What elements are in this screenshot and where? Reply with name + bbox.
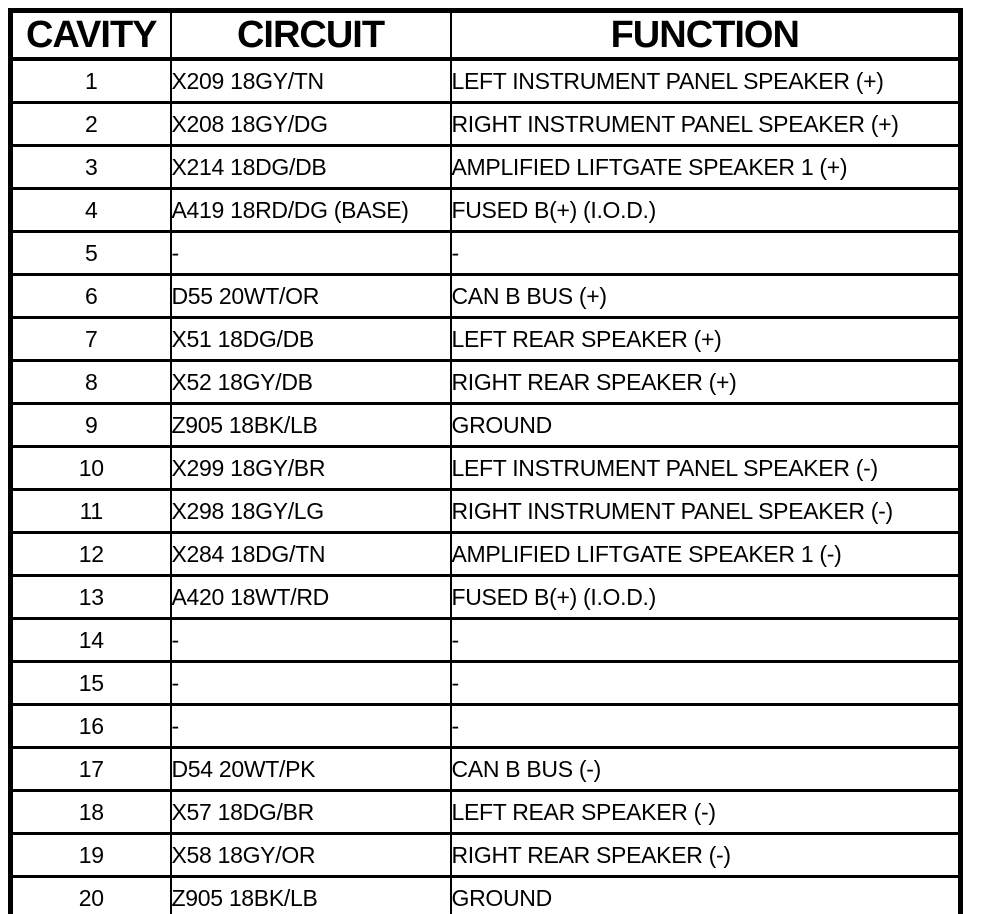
table-row: 15 - -: [9, 660, 962, 706]
cavity-cell: 16: [9, 703, 172, 749]
function-cell: LEFT REAR SPEAKER (-): [449, 789, 962, 835]
function-cell: FUSED B(+) (I.O.D.): [449, 574, 962, 620]
table-row: 14 - -: [9, 617, 962, 663]
function-cell: -: [449, 617, 962, 663]
circuit-cell: X299 18GY/BR: [169, 445, 452, 491]
table-row: 9 Z905 18BK/LB GROUND: [9, 402, 962, 448]
cavity-cell: 17: [9, 746, 172, 792]
table-row: 3 X214 18DG/DB AMPLIFIED LIFTGATE SPEAKE…: [9, 144, 962, 190]
function-cell: RIGHT INSTRUMENT PANEL SPEAKER (+): [449, 101, 962, 147]
circuit-cell: A419 18RD/DG (BASE): [169, 187, 452, 233]
cavity-cell: 12: [9, 531, 172, 577]
cavity-cell: 13: [9, 574, 172, 620]
table-row: 10 X299 18GY/BR LEFT INSTRUMENT PANEL SP…: [9, 445, 962, 491]
circuit-cell: Z905 18BK/LB: [169, 875, 452, 914]
cavity-cell: 3: [9, 144, 172, 190]
cavity-cell: 1: [9, 57, 172, 104]
table-row: 1 X209 18GY/TN LEFT INSTRUMENT PANEL SPE…: [9, 57, 962, 104]
cavity-cell: 15: [9, 660, 172, 706]
table-row: 18 X57 18DG/BR LEFT REAR SPEAKER (-): [9, 789, 962, 835]
function-cell: RIGHT REAR SPEAKER (-): [449, 832, 962, 878]
circuit-cell: X298 18GY/LG: [169, 488, 452, 534]
cavity-cell: 4: [9, 187, 172, 233]
function-cell: LEFT INSTRUMENT PANEL SPEAKER (-): [449, 445, 962, 491]
function-cell: GROUND: [449, 402, 962, 448]
table-row: 11 X298 18GY/LG RIGHT INSTRUMENT PANEL S…: [9, 488, 962, 534]
function-cell: LEFT INSTRUMENT PANEL SPEAKER (+): [449, 57, 962, 104]
circuit-cell: X208 18GY/DG: [169, 101, 452, 147]
table-header-row: CAVITY CIRCUIT FUNCTION: [9, 9, 962, 61]
cavity-cell: 9: [9, 402, 172, 448]
table-row: 13 A420 18WT/RD FUSED B(+) (I.O.D.): [9, 574, 962, 620]
circuit-cell: X57 18DG/BR: [169, 789, 452, 835]
cavity-cell: 18: [9, 789, 172, 835]
table-row: 4 A419 18RD/DG (BASE) FUSED B(+) (I.O.D.…: [9, 187, 962, 233]
circuit-cell: D55 20WT/OR: [169, 273, 452, 319]
cavity-cell: 6: [9, 273, 172, 319]
circuit-cell: A420 18WT/RD: [169, 574, 452, 620]
cavity-cell: 7: [9, 316, 172, 362]
table-row: 19 X58 18GY/OR RIGHT REAR SPEAKER (-): [9, 832, 962, 878]
table-row: 5 - -: [9, 230, 962, 276]
function-cell: FUSED B(+) (I.O.D.): [449, 187, 962, 233]
function-cell: RIGHT INSTRUMENT PANEL SPEAKER (-): [449, 488, 962, 534]
cavity-cell: 10: [9, 445, 172, 491]
function-cell: RIGHT REAR SPEAKER (+): [449, 359, 962, 405]
circuit-cell: -: [169, 617, 452, 663]
function-cell: -: [449, 703, 962, 749]
circuit-cell: -: [169, 703, 452, 749]
circuit-cell: Z905 18BK/LB: [169, 402, 452, 448]
cavity-cell: 19: [9, 832, 172, 878]
table-row: 16 - -: [9, 703, 962, 749]
cavity-cell: 5: [9, 230, 172, 276]
cavity-cell: 20: [9, 875, 172, 914]
table-row: 7 X51 18DG/DB LEFT REAR SPEAKER (+): [9, 316, 962, 362]
table-row: 17 D54 20WT/PK CAN B BUS (-): [9, 746, 962, 792]
cavity-cell: 2: [9, 101, 172, 147]
function-cell: AMPLIFIED LIFTGATE SPEAKER 1 (-): [449, 531, 962, 577]
circuit-cell: -: [169, 660, 452, 706]
circuit-cell: X52 18GY/DB: [169, 359, 452, 405]
column-header-cavity: CAVITY: [9, 9, 172, 61]
cavity-cell: 8: [9, 359, 172, 405]
circuit-cell: X214 18DG/DB: [169, 144, 452, 190]
circuit-cell: X51 18DG/DB: [169, 316, 452, 362]
function-cell: CAN B BUS (+): [449, 273, 962, 319]
table-row: 2 X208 18GY/DG RIGHT INSTRUMENT PANEL SP…: [9, 101, 962, 147]
function-cell: -: [449, 660, 962, 706]
circuit-cell: X58 18GY/OR: [169, 832, 452, 878]
function-cell: -: [449, 230, 962, 276]
column-header-function: FUNCTION: [449, 9, 962, 61]
circuit-cell: -: [169, 230, 452, 276]
function-cell: LEFT REAR SPEAKER (+): [449, 316, 962, 362]
function-cell: GROUND: [449, 875, 962, 914]
circuit-cell: D54 20WT/PK: [169, 746, 452, 792]
cavity-cell: 11: [9, 488, 172, 534]
table-row: 20 Z905 18BK/LB GROUND: [9, 875, 962, 914]
function-cell: AMPLIFIED LIFTGATE SPEAKER 1 (+): [449, 144, 962, 190]
column-header-circuit: CIRCUIT: [169, 9, 452, 61]
table-row: 8 X52 18GY/DB RIGHT REAR SPEAKER (+): [9, 359, 962, 405]
circuit-cell: X284 18DG/TN: [169, 531, 452, 577]
function-cell: CAN B BUS (-): [449, 746, 962, 792]
pinout-table: CAVITY CIRCUIT FUNCTION 1 X209 18GY/TN L…: [8, 8, 963, 914]
cavity-cell: 14: [9, 617, 172, 663]
table-row: 12 X284 18DG/TN AMPLIFIED LIFTGATE SPEAK…: [9, 531, 962, 577]
circuit-cell: X209 18GY/TN: [169, 57, 452, 104]
table-row: 6 D55 20WT/OR CAN B BUS (+): [9, 273, 962, 319]
